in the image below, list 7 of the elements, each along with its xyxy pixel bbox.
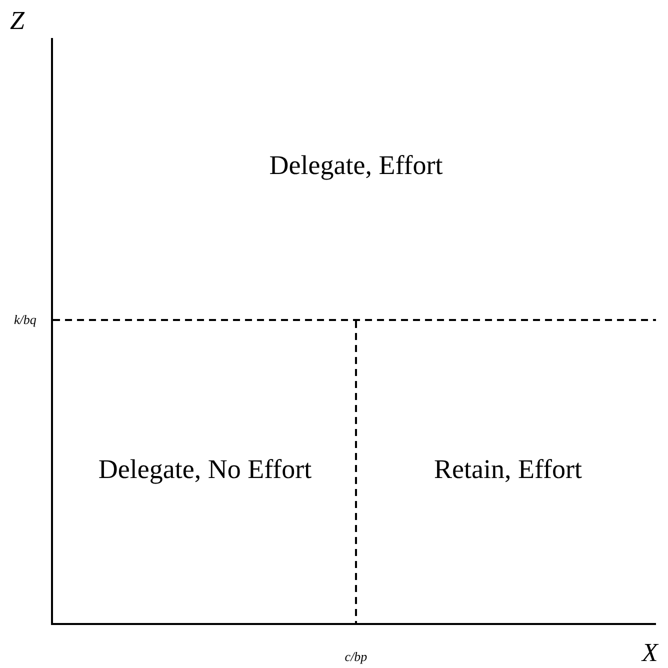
threshold-label: k/bq: [14, 313, 36, 326]
axis-label: X: [642, 640, 658, 666]
axis-label: Z: [10, 8, 24, 34]
region-label: Delegate, Effort: [269, 152, 443, 179]
threshold-label: c/bp: [344, 650, 368, 663]
region-label: Delegate, No Effort: [98, 456, 312, 483]
region-label: Retain, Effort: [434, 456, 582, 483]
